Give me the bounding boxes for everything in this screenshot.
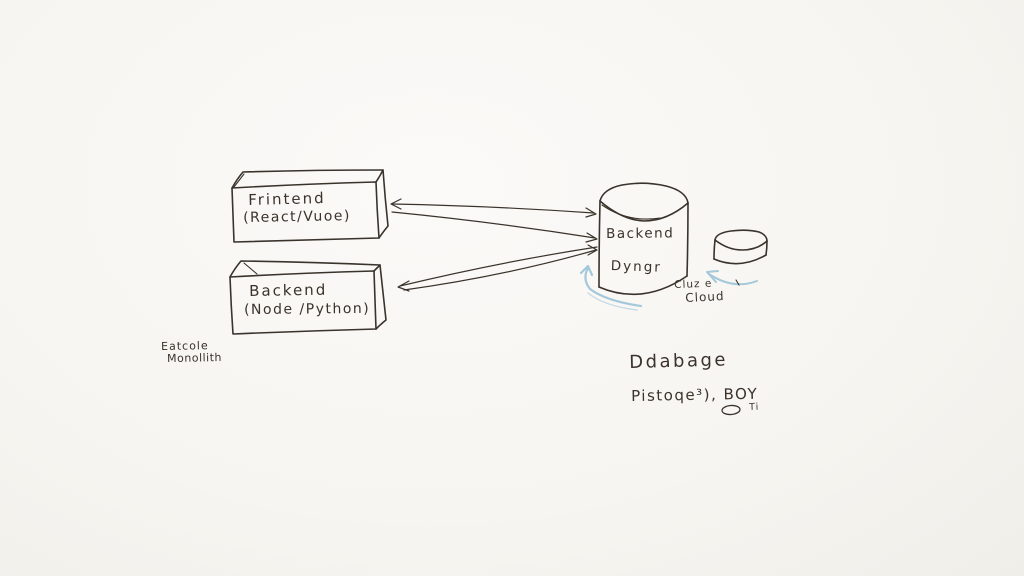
monolith-caption-line1: Eatcole (160, 339, 209, 353)
arrow-frontend-database (390, 198, 597, 218)
arrow-backend-database (397, 244, 598, 292)
backend-box-label-line2: (Node /Python) (243, 300, 371, 318)
cloud-cylinder-shape (713, 229, 768, 265)
cloud-caption-line2: Cloud (684, 288, 725, 305)
frontend-box-shape (231, 169, 389, 243)
frontend-box-label-line1: Frintend (247, 188, 326, 209)
database-caption-sub: Ti (748, 401, 760, 413)
blue-arrow-database (579, 264, 643, 311)
monolith-caption-line2: Monollith (166, 351, 223, 365)
database-cylinder-label-line1: Backend (605, 225, 675, 242)
blue-arrow-cloud (706, 270, 758, 286)
database-cylinder-label-line2: Dyngr (610, 258, 663, 276)
backend-box-shape (229, 260, 387, 335)
cloud-caption-line1: Cluz e (673, 277, 713, 291)
stray-pen-tick (735, 279, 740, 286)
frontend-box-label-line2: (React/Vuoe) (242, 208, 352, 226)
boy-oval-doodle (721, 404, 741, 416)
arrow-frontend-database-2 (391, 211, 598, 243)
database-caption-line2: Pistoqe³), BOY (630, 384, 759, 405)
database-cylinder-shape (598, 182, 689, 296)
database-caption-title: Ddabage (628, 349, 729, 373)
backend-box-label-line1: Backend (248, 280, 328, 300)
